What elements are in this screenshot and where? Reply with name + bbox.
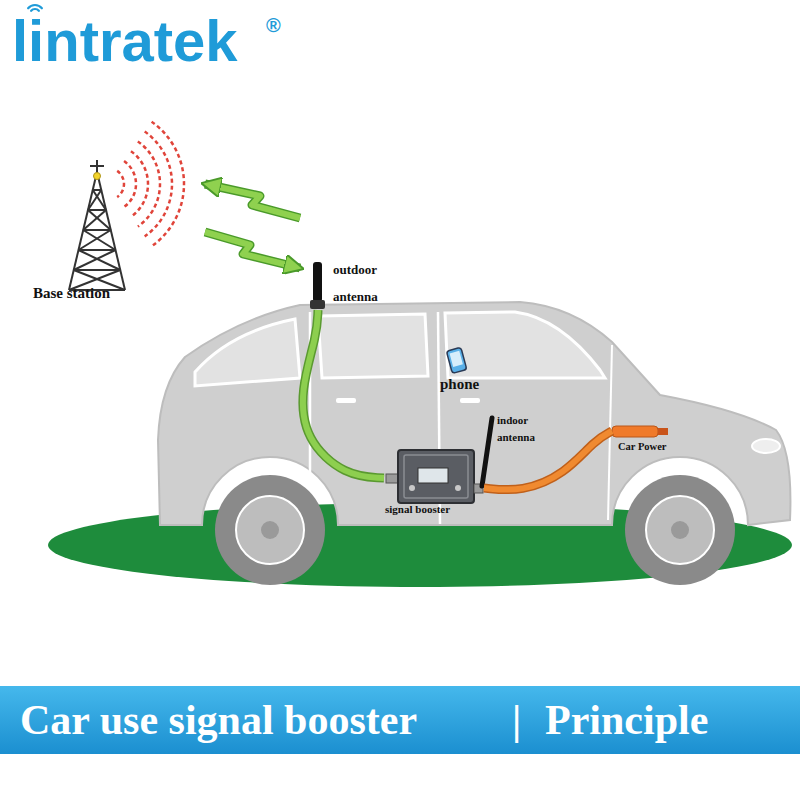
banner-separator: | bbox=[512, 690, 521, 750]
connector-outline bbox=[205, 232, 300, 268]
connector-outline bbox=[303, 310, 384, 478]
base-station-node: Base station bbox=[30, 150, 205, 302]
tower-symbol bbox=[74, 269, 121, 271]
tower-symbol bbox=[74, 250, 116, 270]
component-label: indoor antenna bbox=[497, 412, 549, 446]
logo-signal-icon bbox=[28, 5, 42, 8]
car-silhouette bbox=[318, 314, 428, 378]
tower-symbol bbox=[69, 160, 125, 290]
tower-symbol bbox=[83, 229, 111, 231]
car-silhouette bbox=[445, 312, 605, 378]
phone-node: phone bbox=[430, 345, 510, 393]
tower-symbol bbox=[78, 249, 115, 251]
car-wheel bbox=[646, 496, 714, 564]
booster-device bbox=[409, 485, 415, 491]
tower-symbol bbox=[88, 209, 106, 211]
component-label: Car Power bbox=[618, 440, 667, 454]
tower-symbol bbox=[83, 210, 106, 230]
component-label: Base station bbox=[33, 284, 110, 302]
component-label: outdoor antenna bbox=[333, 256, 395, 310]
car-silhouette bbox=[460, 398, 480, 403]
car-wheel bbox=[625, 475, 735, 585]
banner-title: Car use signal booster bbox=[20, 690, 417, 750]
banner-bar bbox=[0, 686, 800, 754]
phone-symbol bbox=[446, 347, 466, 373]
indoor-antenna-symbol bbox=[482, 418, 492, 486]
booster-device bbox=[418, 468, 448, 483]
antenna-node: outdoor antenna bbox=[300, 200, 400, 310]
connector-line bbox=[303, 310, 384, 478]
component-label: phone bbox=[440, 375, 479, 393]
connector-outline bbox=[205, 184, 300, 218]
brand-logo: lintratek bbox=[12, 10, 238, 72]
outdoor-antenna-symbol bbox=[310, 262, 325, 309]
power-node: Car Power bbox=[612, 418, 707, 454]
connector-line bbox=[205, 184, 300, 218]
car-wheel bbox=[236, 496, 304, 564]
radio-waves bbox=[117, 171, 124, 197]
booster-device bbox=[404, 455, 468, 498]
car-silhouette bbox=[336, 398, 356, 403]
tower-symbol bbox=[88, 210, 111, 230]
booster-node: signal booster bbox=[384, 445, 484, 517]
banner-bar bbox=[0, 686, 800, 754]
tower-symbol bbox=[78, 250, 120, 270]
phone-symbol bbox=[446, 347, 466, 373]
power-plug bbox=[612, 426, 668, 437]
tower-symbol bbox=[78, 230, 110, 250]
power-plug bbox=[658, 428, 668, 435]
antenna-node: indoor antenna bbox=[495, 412, 565, 446]
car-wheel bbox=[671, 521, 689, 539]
power-plug bbox=[612, 426, 658, 437]
booster-device bbox=[455, 485, 461, 491]
connector-line bbox=[205, 232, 300, 268]
signal-arrow bbox=[205, 232, 300, 268]
tower-symbol bbox=[94, 173, 101, 180]
tower-symbol bbox=[83, 230, 115, 250]
radio-waves bbox=[124, 161, 136, 207]
radio-waves bbox=[138, 141, 160, 226]
car-wheel bbox=[215, 475, 735, 585]
radio-waves bbox=[117, 122, 184, 247]
booster-device bbox=[386, 450, 483, 503]
cable-connector bbox=[303, 310, 384, 478]
radio-waves bbox=[131, 151, 148, 217]
indoor-antenna-symbol bbox=[482, 418, 492, 486]
radio-waves bbox=[152, 122, 184, 247]
component-label: signal booster bbox=[385, 502, 450, 517]
car-silhouette bbox=[195, 319, 300, 386]
radio-waves bbox=[145, 132, 172, 237]
car-wheel bbox=[261, 521, 279, 539]
booster-device bbox=[398, 450, 474, 503]
phone-symbol bbox=[450, 351, 463, 367]
car-wheel bbox=[215, 475, 325, 585]
outdoor-antenna-symbol bbox=[313, 262, 322, 302]
signal-arrow bbox=[205, 184, 300, 218]
banner-text: Principle bbox=[545, 690, 708, 750]
car-silhouette bbox=[752, 439, 780, 453]
registered-mark: ® bbox=[266, 14, 281, 36]
tower-symbol bbox=[90, 165, 104, 167]
outdoor-antenna-symbol bbox=[310, 300, 325, 309]
tower-symbol bbox=[88, 190, 101, 210]
